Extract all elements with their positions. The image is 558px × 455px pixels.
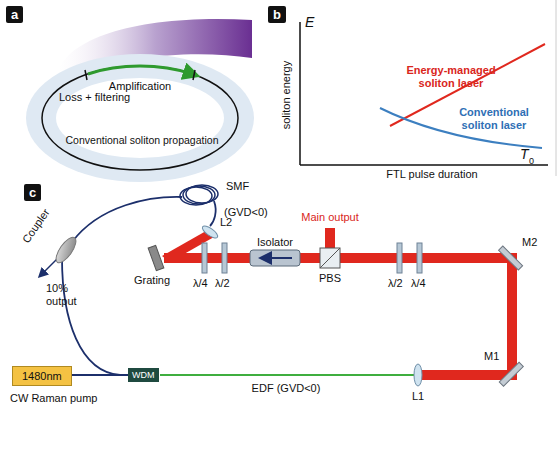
mirror-m1 [499, 362, 523, 386]
label: L1 [412, 390, 424, 403]
label: soliton energy [280, 61, 293, 130]
label: EDF (GVD<0) [252, 382, 321, 395]
label: 0 [529, 156, 534, 166]
amplification-arc [88, 66, 192, 74]
node-text: c [29, 185, 36, 200]
panel-letter: c [24, 184, 41, 201]
label: Isolator [257, 236, 293, 249]
label: T [520, 146, 529, 162]
fiber [72, 197, 182, 242]
waveplate [202, 243, 207, 273]
waveplate [417, 243, 422, 273]
label: λ/2 [388, 277, 403, 290]
lens-l1 [414, 364, 422, 386]
waveplate [222, 243, 227, 273]
edf-fiber [160, 374, 414, 376]
smf-coil [180, 185, 218, 205]
label: Grating [134, 274, 170, 287]
pump-box: 1480nm [12, 366, 72, 386]
label: M1 [484, 350, 499, 363]
node-text: WDM [132, 370, 155, 380]
label: PBS [319, 272, 341, 285]
label: Conventional soliton laser [446, 106, 542, 131]
node-text: b [273, 7, 281, 22]
tick [85, 70, 87, 80]
label: λ/4 [193, 277, 208, 290]
pbs-diagonal [320, 248, 340, 268]
wdm-box: WDM [128, 368, 159, 382]
label: λ/4 [411, 277, 426, 290]
label: SMF [226, 180, 249, 193]
label: λ/2 [215, 277, 230, 290]
output-fiber [40, 258, 58, 276]
beam [507, 253, 517, 380]
label: Coupler [20, 207, 52, 246]
node-text: 1480nm [22, 370, 62, 382]
x-axis [300, 164, 548, 166]
label: Conventional soliton propagation [66, 134, 219, 146]
panel-divider [556, 0, 557, 176]
halo [26, 54, 254, 182]
waveplate [397, 243, 402, 273]
label: 10% output [46, 282, 90, 307]
tick [193, 70, 195, 80]
label: E [305, 14, 314, 30]
label: Amplification [109, 80, 171, 93]
panel-letter: a [6, 6, 23, 23]
y-axis [299, 22, 301, 165]
label: Loss + filtering [59, 91, 130, 104]
coupler [52, 234, 79, 265]
label: L2 [220, 216, 232, 229]
label: CW Raman pump [10, 392, 97, 405]
fiber [62, 258, 120, 375]
isolator-arrow [262, 257, 292, 259]
grating [148, 245, 164, 270]
label: Main output [301, 211, 358, 224]
isolator [250, 250, 300, 266]
label: Energy-managed soliton laser [396, 64, 506, 89]
label: M2 [522, 236, 537, 249]
fiber-connector [72, 374, 128, 376]
mirror-m2 [499, 246, 523, 270]
pbs [320, 248, 340, 268]
fiber [210, 201, 216, 226]
label: FTL pulse duration [386, 168, 477, 181]
lens-l2 [201, 224, 220, 240]
node-text: a [11, 7, 18, 22]
halo-inner [56, 78, 224, 158]
panel-letter: b [268, 6, 286, 23]
ring [42, 66, 238, 170]
